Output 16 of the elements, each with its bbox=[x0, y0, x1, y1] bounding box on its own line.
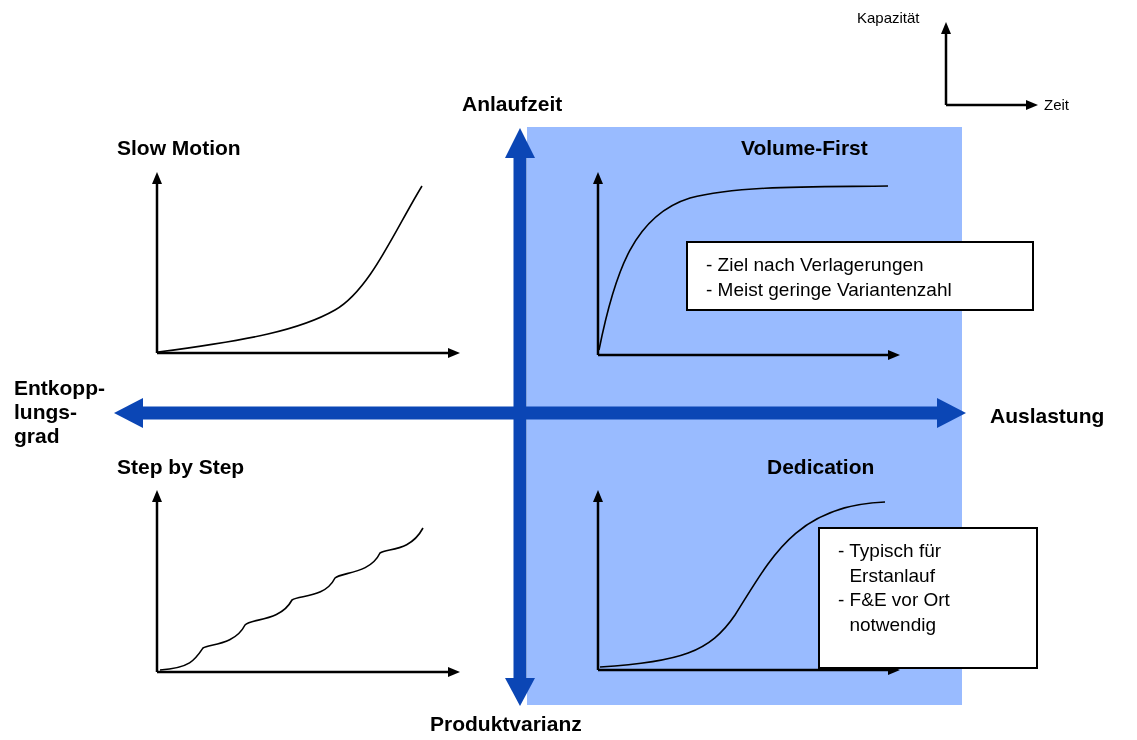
quadrant-title: Slow Motion bbox=[117, 136, 241, 161]
axis-label: Zeit bbox=[1044, 96, 1069, 114]
axis-label: Entkopp- lungs- grad bbox=[14, 376, 105, 449]
quadrant-title: Dedication bbox=[767, 455, 875, 480]
bullet-text: - F&E vor Ort notwendig bbox=[838, 588, 951, 638]
axis-label: Anlaufzeit bbox=[462, 92, 563, 117]
axis-label: Produktvarianz bbox=[430, 712, 582, 737]
note-box bbox=[818, 527, 1038, 669]
axis-label: Kapazität bbox=[857, 9, 920, 27]
quadrant-title: Step by Step bbox=[117, 455, 245, 480]
quadrant-title: Volume-First bbox=[741, 136, 868, 161]
bullet-text: - Typisch für Erstanlauf bbox=[838, 539, 943, 588]
note-box bbox=[686, 241, 1034, 311]
bullet-text: - Meist geringe Variantenzahl bbox=[706, 277, 953, 302]
axis-label: Auslastung bbox=[990, 404, 1105, 429]
bullet-text: - Ziel nach Verlagerungen bbox=[706, 253, 925, 277]
